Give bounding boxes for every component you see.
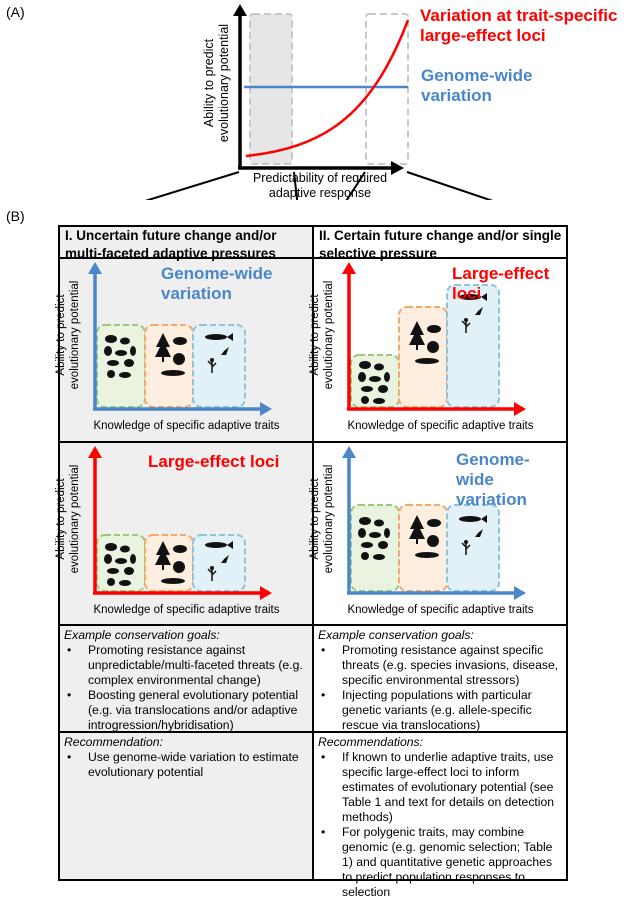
chart3-x-label: Knowledge of specific adaptive traits [93, 604, 280, 616]
uncertain-shade-box [249, 13, 293, 165]
col2-rec-heading: Recommendations: [318, 735, 423, 749]
chart3-y-label: Ability to predict evolutionary potentia… [55, 464, 81, 574]
chart-col1-large-effect [88, 446, 272, 600]
panel-b-label: (B) [6, 208, 25, 224]
group-box-blue [446, 284, 500, 408]
chart4-title: Genome-wide variation [456, 450, 530, 509]
group-box-blue [192, 534, 246, 592]
group-box-green [350, 504, 400, 592]
col1-header: I. Uncertain future change and/or multi-… [65, 228, 277, 261]
chart-col2-genome-wide [342, 446, 526, 600]
col1-rec-heading: Recommendation: [64, 735, 163, 749]
chart-col2-large-effect [342, 262, 526, 416]
col2-goal-item: •Promoting resistance against specific t… [321, 643, 559, 687]
blue-line-label: Genome-wide variation [421, 66, 533, 105]
col1-rec-item: •Use genome-wide variation to estimate e… [67, 750, 299, 779]
chart4-x-label: Knowledge of specific adaptive traits [347, 604, 534, 616]
chart1-title: Genome-wide variation [161, 264, 273, 303]
chart1-y-label: Ability to predict evolutionary potentia… [55, 280, 81, 390]
group-box-blue [192, 324, 246, 408]
col1-goals-heading: Example conservation goals: [64, 628, 220, 642]
panel-a-label: (A) [6, 4, 25, 20]
col2-rec-item: •For polygenic traits, may combine genom… [321, 825, 553, 899]
col2-header: II. Certain future change and/or single … [319, 228, 562, 261]
group-box-orange [398, 504, 448, 592]
y-axis-arrow [233, 4, 247, 16]
panel-a-x-axis-label: Predictability of required adaptive resp… [252, 171, 388, 200]
red-curve-label: Variation at trait-specific large-effect… [420, 6, 618, 45]
col1-goals-block: Example conservation goals: •Promoting r… [64, 628, 308, 733]
group-box-orange [398, 306, 448, 408]
chart2-y-label: Ability to predict evolutionary potentia… [309, 280, 335, 390]
col1-goal-item: •Promoting resistance against unpredicta… [67, 643, 303, 687]
chart2-title: Large-effect loci [452, 264, 550, 303]
panel-a-figure [144, 4, 494, 200]
certain-dashed-box [365, 13, 409, 165]
col2-rec-item: •If known to underlie adaptive traits, u… [321, 750, 555, 824]
col2-goals-heading: Example conservation goals: [318, 628, 474, 642]
chart-col1-genome-wide [88, 262, 272, 416]
chart4-y-label: Ability to predict evolutionary potentia… [309, 464, 335, 574]
col1-goal-item: •Boosting general evolutionary potential… [67, 688, 299, 732]
col2-rec-block: Recommendations: •If known to underlie a… [318, 735, 562, 900]
chart3-title: Large-effect loci [148, 452, 280, 471]
group-box-green [96, 324, 146, 408]
large-effect-curve [245, 19, 410, 158]
col1-rec-block: Recommendation: •Use genome-wide variati… [64, 735, 308, 780]
col2-goal-item: •Injecting populations with particular g… [321, 688, 532, 732]
chart1-x-label: Knowledge of specific adaptive traits [93, 420, 280, 432]
group-box-blue [446, 504, 500, 592]
x-axis-arrow [391, 161, 404, 175]
group-box-orange [144, 324, 194, 408]
chart2-x-label: Knowledge of specific adaptive traits [347, 420, 534, 432]
col2-goals-block: Example conservation goals: •Promoting r… [318, 628, 562, 733]
